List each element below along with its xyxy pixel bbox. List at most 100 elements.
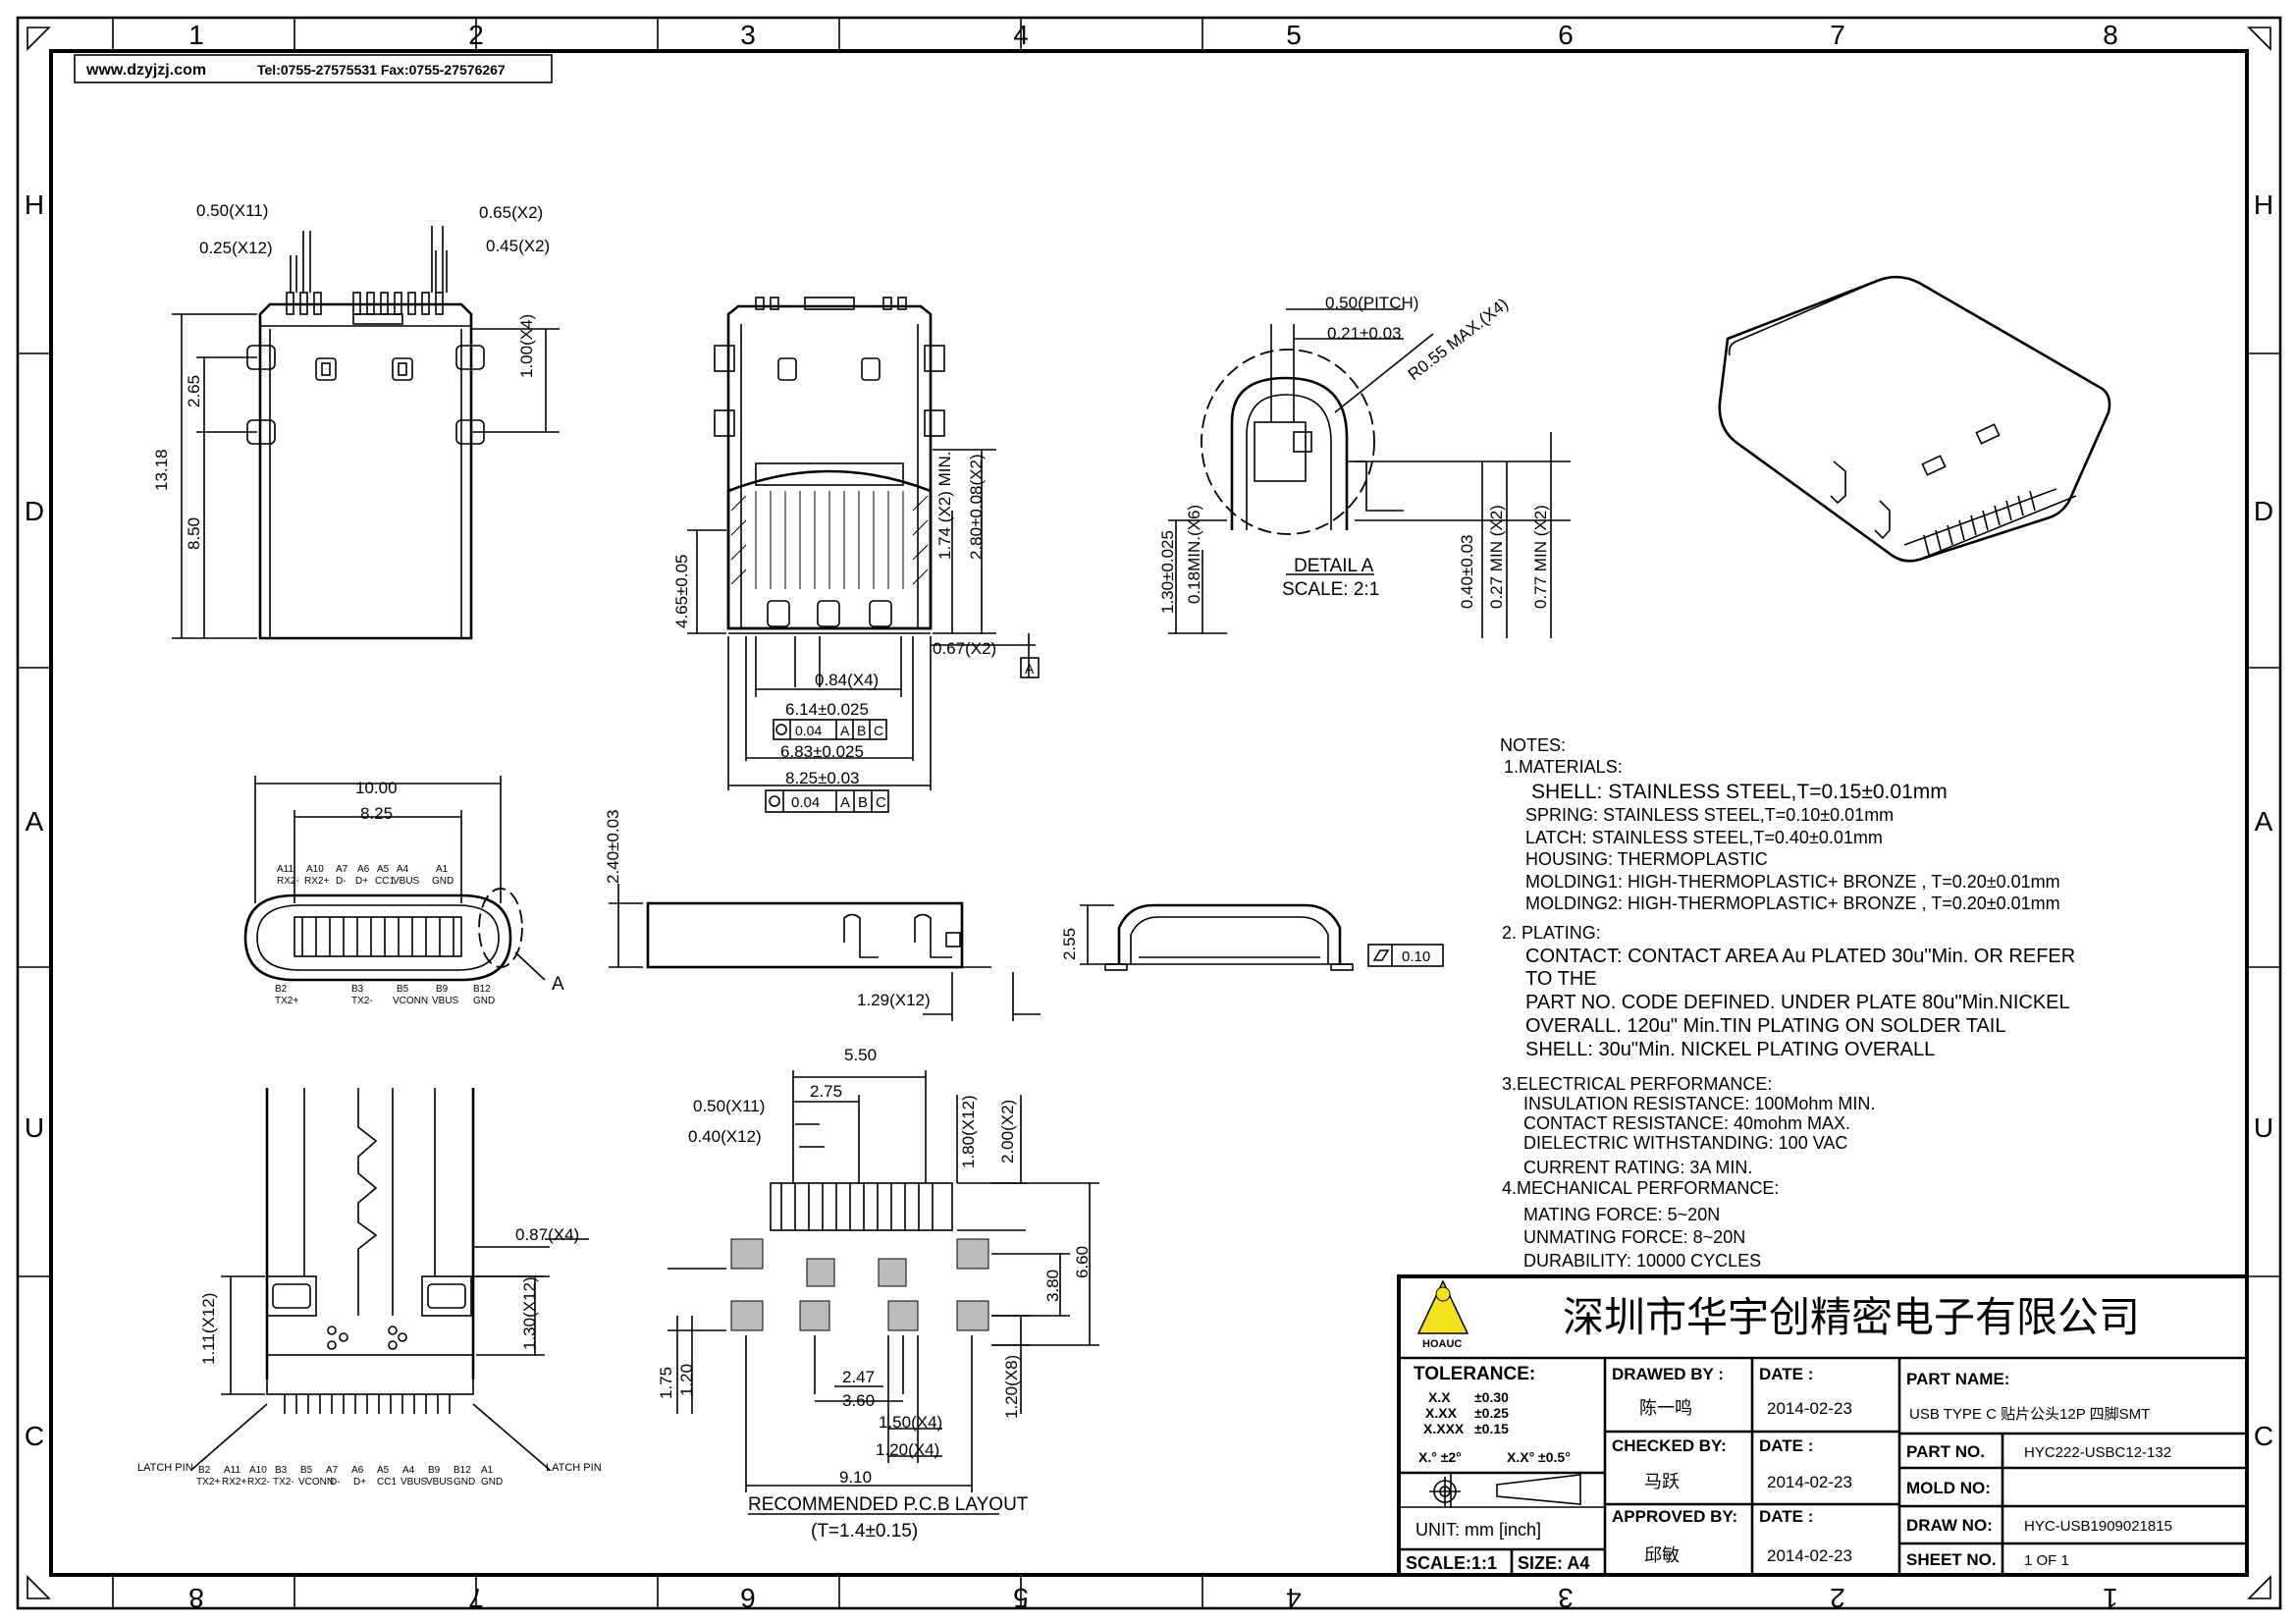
bottom-pin-2: A11	[224, 1465, 240, 1476]
face-pin-a5: A5	[377, 864, 390, 875]
latch-pin-left: LATCH PIN	[137, 1462, 193, 1474]
dim-pcb-1-50: 1.50(X4)	[879, 1413, 942, 1432]
face-pin-a4: A4	[397, 864, 409, 875]
note-line-13: SHELL: 30u"Min. NICKEL PLATING OVERALL	[1525, 1039, 1935, 1060]
zone-col-5-top: 5	[1286, 20, 1302, 50]
face-sig-vbus-b: VBUS	[432, 996, 459, 1006]
fcf-2-c: C	[876, 794, 886, 811]
unit-label: UNIT: mm [inch]	[1415, 1520, 1541, 1540]
angle-tol-1: X.° ±2°	[1418, 1449, 1462, 1465]
note-line-11: PART NO. CODE DEFINED. UNDER PLATE 80u"M…	[1525, 992, 2070, 1013]
mating-face-view: 10.00 8.25 A A11 A10 A7 A6 A5 A4 A1 RX2-…	[243, 776, 564, 1006]
header-contact: Tel:0755-27575531 Fax:0755-27576267	[257, 62, 506, 78]
bottom-sig-3: RX2-	[247, 1477, 270, 1488]
zone-col-2-top: 2	[468, 20, 484, 50]
draw-no-label: DRAW NO:	[1906, 1516, 1993, 1535]
zone-col-1-bottom: 1	[2103, 1583, 2118, 1613]
note-line-19: 4.MECHANICAL PERFORMANCE:	[1502, 1178, 1779, 1198]
fcf-1-b: B	[857, 723, 866, 738]
note-line-5: HOUSING: THERMOPLASTIC	[1525, 849, 1768, 869]
note-line-17: DIELECTRIC WITHSTANDING: 100 VAC	[1523, 1133, 1847, 1153]
dim-pcb-9-10: 9.10	[839, 1468, 872, 1487]
zone-row-a-right: A	[2255, 806, 2273, 837]
dim-front-4-65: 4.65±0.05	[672, 554, 691, 628]
face-sig-cc1: CC1	[375, 876, 395, 887]
bottom-pin-9: A4	[402, 1465, 415, 1476]
dim-front-0-67: 0.67(X2)	[933, 639, 996, 658]
fcf-1-tol: 0.04	[795, 723, 822, 738]
bottom-sig-1: TX2+	[196, 1477, 220, 1488]
zone-col-3-top: 3	[740, 20, 756, 50]
tol-val-3: ±0.15	[1474, 1421, 1509, 1436]
dim-top-0-25: 0.25(X12)	[199, 239, 273, 257]
face-sig-dm: D-	[336, 876, 347, 887]
dim-detail-0-18: 0.18MIN.(X6)	[1185, 505, 1203, 604]
header-website: www.dzyjzj.com	[85, 62, 206, 79]
face-pin-b9: B9	[436, 984, 449, 995]
bottom-sig-7: D+	[353, 1477, 366, 1488]
title-block: HOAUC 深圳市华宇创精密电子有限公司 TOLERANCE: X.X ±0.3…	[1397, 1274, 2249, 1577]
face-pin-a7: A7	[336, 864, 348, 875]
note-line-22: DURABILITY: 10000 CYCLES	[1523, 1251, 1761, 1271]
mold-no-label: MOLD NO:	[1906, 1479, 1991, 1497]
scale-label: SCALE:1:1	[1406, 1553, 1497, 1573]
zone-col-6-top: 6	[1558, 20, 1574, 50]
dim-end-2-55: 2.55	[1060, 928, 1079, 960]
bottom-sig-11: GND	[454, 1477, 475, 1488]
isometric-view	[1718, 275, 2111, 563]
part-name-label: PART NAME:	[1906, 1370, 2009, 1388]
zone-col-1-top: 1	[188, 20, 204, 50]
fcf-2-tol: 0.04	[791, 794, 820, 811]
sheet-no-label: SHEET NO.	[1906, 1550, 1997, 1569]
checked-by-value: 马跃	[1644, 1472, 1680, 1491]
approved-by-label: APPROVED BY:	[1612, 1507, 1737, 1526]
dim-top-0-65: 0.65(X2)	[479, 203, 543, 222]
zone-labels: 1 2 3 4 5 6 7 8 8 7 6 5 4 3 2 1 H D A U …	[25, 20, 2273, 1613]
zone-row-d-right: D	[2254, 496, 2273, 526]
bottom-sig-5: VCONN	[298, 1477, 334, 1488]
tol-val-1: ±0.30	[1474, 1389, 1509, 1405]
face-pin-b5: B5	[397, 984, 409, 995]
dim-pcb-5-50: 5.50	[844, 1046, 877, 1064]
note-line-16: CONTACT RESISTANCE: 40mohm MAX.	[1523, 1113, 1850, 1133]
zone-row-h-left: H	[25, 189, 44, 220]
note-line-3: SPRING: STAINLESS STEEL,T=0.10±0.01mm	[1525, 805, 1894, 825]
sheet-frame	[16, 16, 2282, 1610]
date-value-3: 2014-02-23	[1767, 1546, 1852, 1565]
dim-detail-0-77: 0.77 MIN (X2)	[1531, 505, 1550, 609]
tol-val-2: ±0.25	[1474, 1405, 1509, 1421]
tolerance-label: TOLERANCE:	[1414, 1364, 1535, 1384]
dim-front-6-14: 6.14±0.025	[785, 700, 869, 719]
dim-bottom-1-11: 1.11(X12)	[199, 1293, 218, 1365]
bottom-pin-6: A7	[326, 1465, 339, 1476]
company-logo: HOAUC	[1416, 1279, 1469, 1350]
face-pin-b2: B2	[275, 984, 288, 995]
dim-pcb-1-20x8: 1.20(X8)	[1002, 1355, 1021, 1419]
dim-top-1-00: 1.00(X4)	[517, 314, 536, 378]
bottom-pin-4: B3	[275, 1465, 288, 1476]
pcb-layout-title: RECOMMENDED P.C.B LAYOUT	[748, 1494, 1029, 1515]
notes-title: NOTES:	[1500, 735, 1566, 755]
face-sig-vconn: VCONN	[393, 996, 428, 1006]
zone-col-4-top: 4	[1013, 20, 1029, 50]
dim-pcb-1-20: 1.20	[677, 1364, 696, 1396]
zone-col-8-top: 8	[2103, 20, 2118, 50]
draw-no-value: HYC-USB1909021815	[2024, 1518, 2172, 1535]
dim-front-2-80: 2.80±0.08(X2)	[967, 454, 986, 560]
note-line-9: CONTACT: CONTACT AREA Au PLATED 30u"Min.…	[1525, 946, 2075, 967]
drawn-by-label: DRAWED BY :	[1612, 1365, 1724, 1383]
approved-by-value: 邱敏	[1644, 1545, 1680, 1565]
detail-a-view: 0.50(PITCH) 0.21±0.03 R0.55 MAX.(X4) DET…	[1158, 294, 1571, 638]
angle-tol-2: X.X° ±0.5°	[1507, 1449, 1571, 1465]
dim-pcb-2-75: 2.75	[810, 1082, 842, 1101]
face-pin-b12: B12	[473, 984, 491, 995]
dim-pcb-1-80: 1.80(X12)	[959, 1095, 978, 1168]
dim-pcb-1-75: 1.75	[657, 1367, 675, 1399]
drawn-by-value: 陈一鸣	[1639, 1398, 1692, 1418]
logo-text: HOAUC	[1422, 1338, 1462, 1350]
zone-row-u-right: U	[2254, 1112, 2273, 1143]
note-line-1: 1.MATERIALS:	[1504, 757, 1623, 777]
bottom-pin-1: B2	[198, 1465, 211, 1476]
bottom-pin-5: B5	[300, 1465, 313, 1476]
dim-top-8-50: 8.50	[185, 517, 203, 550]
